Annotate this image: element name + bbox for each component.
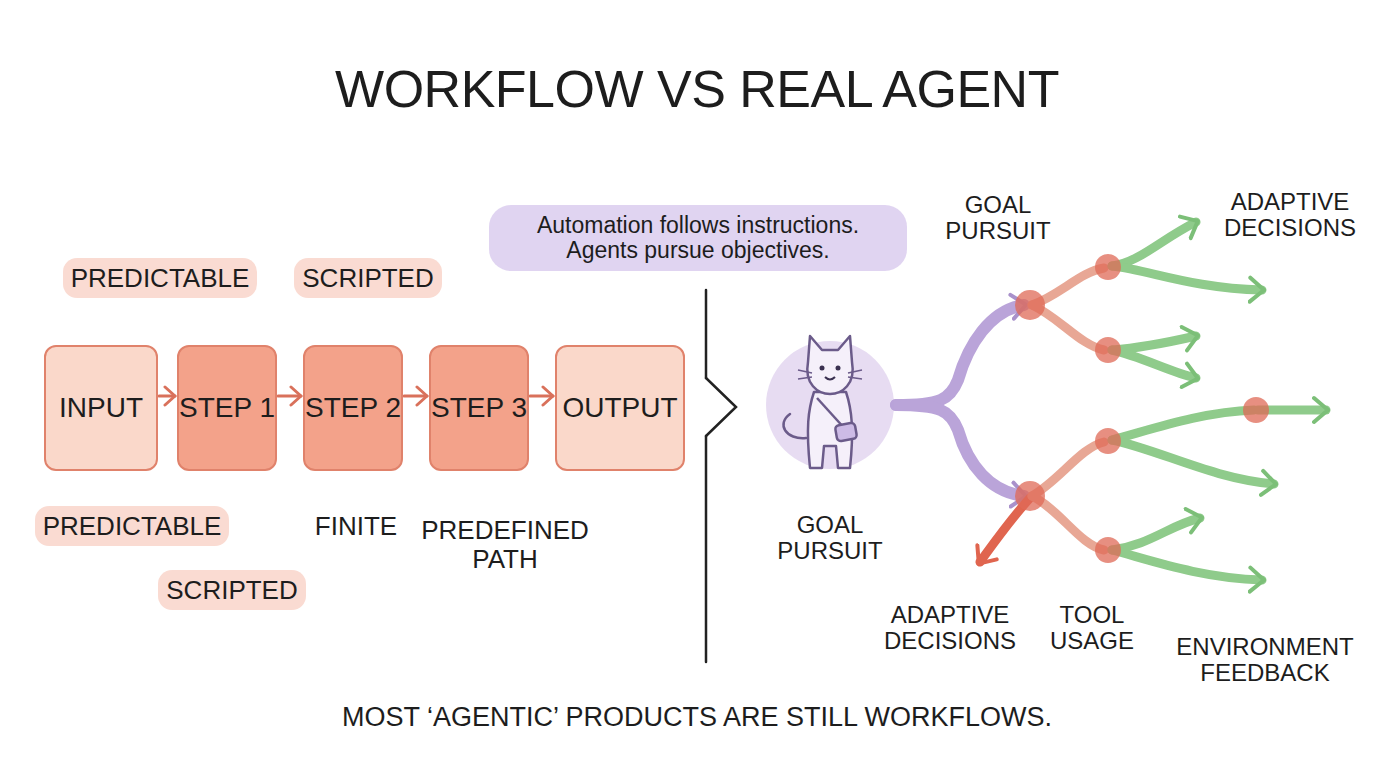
box-text: STEP 1 (179, 393, 275, 424)
cat-illustration (766, 336, 894, 469)
label: SCRIPTED (158, 570, 305, 611)
flow-arrow (404, 395, 427, 398)
label: GOAL PURSUIT (933, 192, 1063, 245)
label: PREDEFINED PATH (410, 516, 600, 573)
label: PREDICTABLE (63, 258, 258, 299)
box-text: STEP 2 (305, 393, 401, 424)
flow-arrow (159, 395, 175, 398)
process-box: STEP 1 (177, 345, 277, 471)
label: GOAL PURSUIT (765, 512, 895, 565)
flow-arrow (530, 395, 553, 398)
process-box: INPUT (44, 345, 158, 471)
box-text: STEP 3 (431, 393, 527, 424)
label: FINITE (315, 512, 397, 541)
process-box: OUTPUT (555, 345, 685, 471)
process-box: STEP 2 (303, 345, 403, 471)
flow-arrow (278, 395, 301, 398)
label: PREDICTABLE (35, 506, 230, 547)
title: WORKFLOW VS REAL AGENT (335, 61, 1059, 118)
box-text: OUTPUT (562, 393, 677, 424)
process-box: STEP 3 (429, 345, 529, 471)
label: ADAPTIVE DECISIONS (1210, 189, 1370, 242)
label: TOOL USAGE (1037, 602, 1147, 655)
caption: MOST ‘AGENTIC’ PRODUCTS ARE STILL WORKFL… (342, 703, 1052, 733)
divider (706, 290, 736, 662)
label: SCRIPTED (294, 258, 441, 299)
label: ADAPTIVE DECISIONS (875, 602, 1025, 655)
callout-note: Automation follows instructions. Agents … (489, 205, 907, 272)
box-text: INPUT (59, 393, 143, 424)
label: ENVIRONMENT FEEDBACK (1165, 634, 1365, 687)
